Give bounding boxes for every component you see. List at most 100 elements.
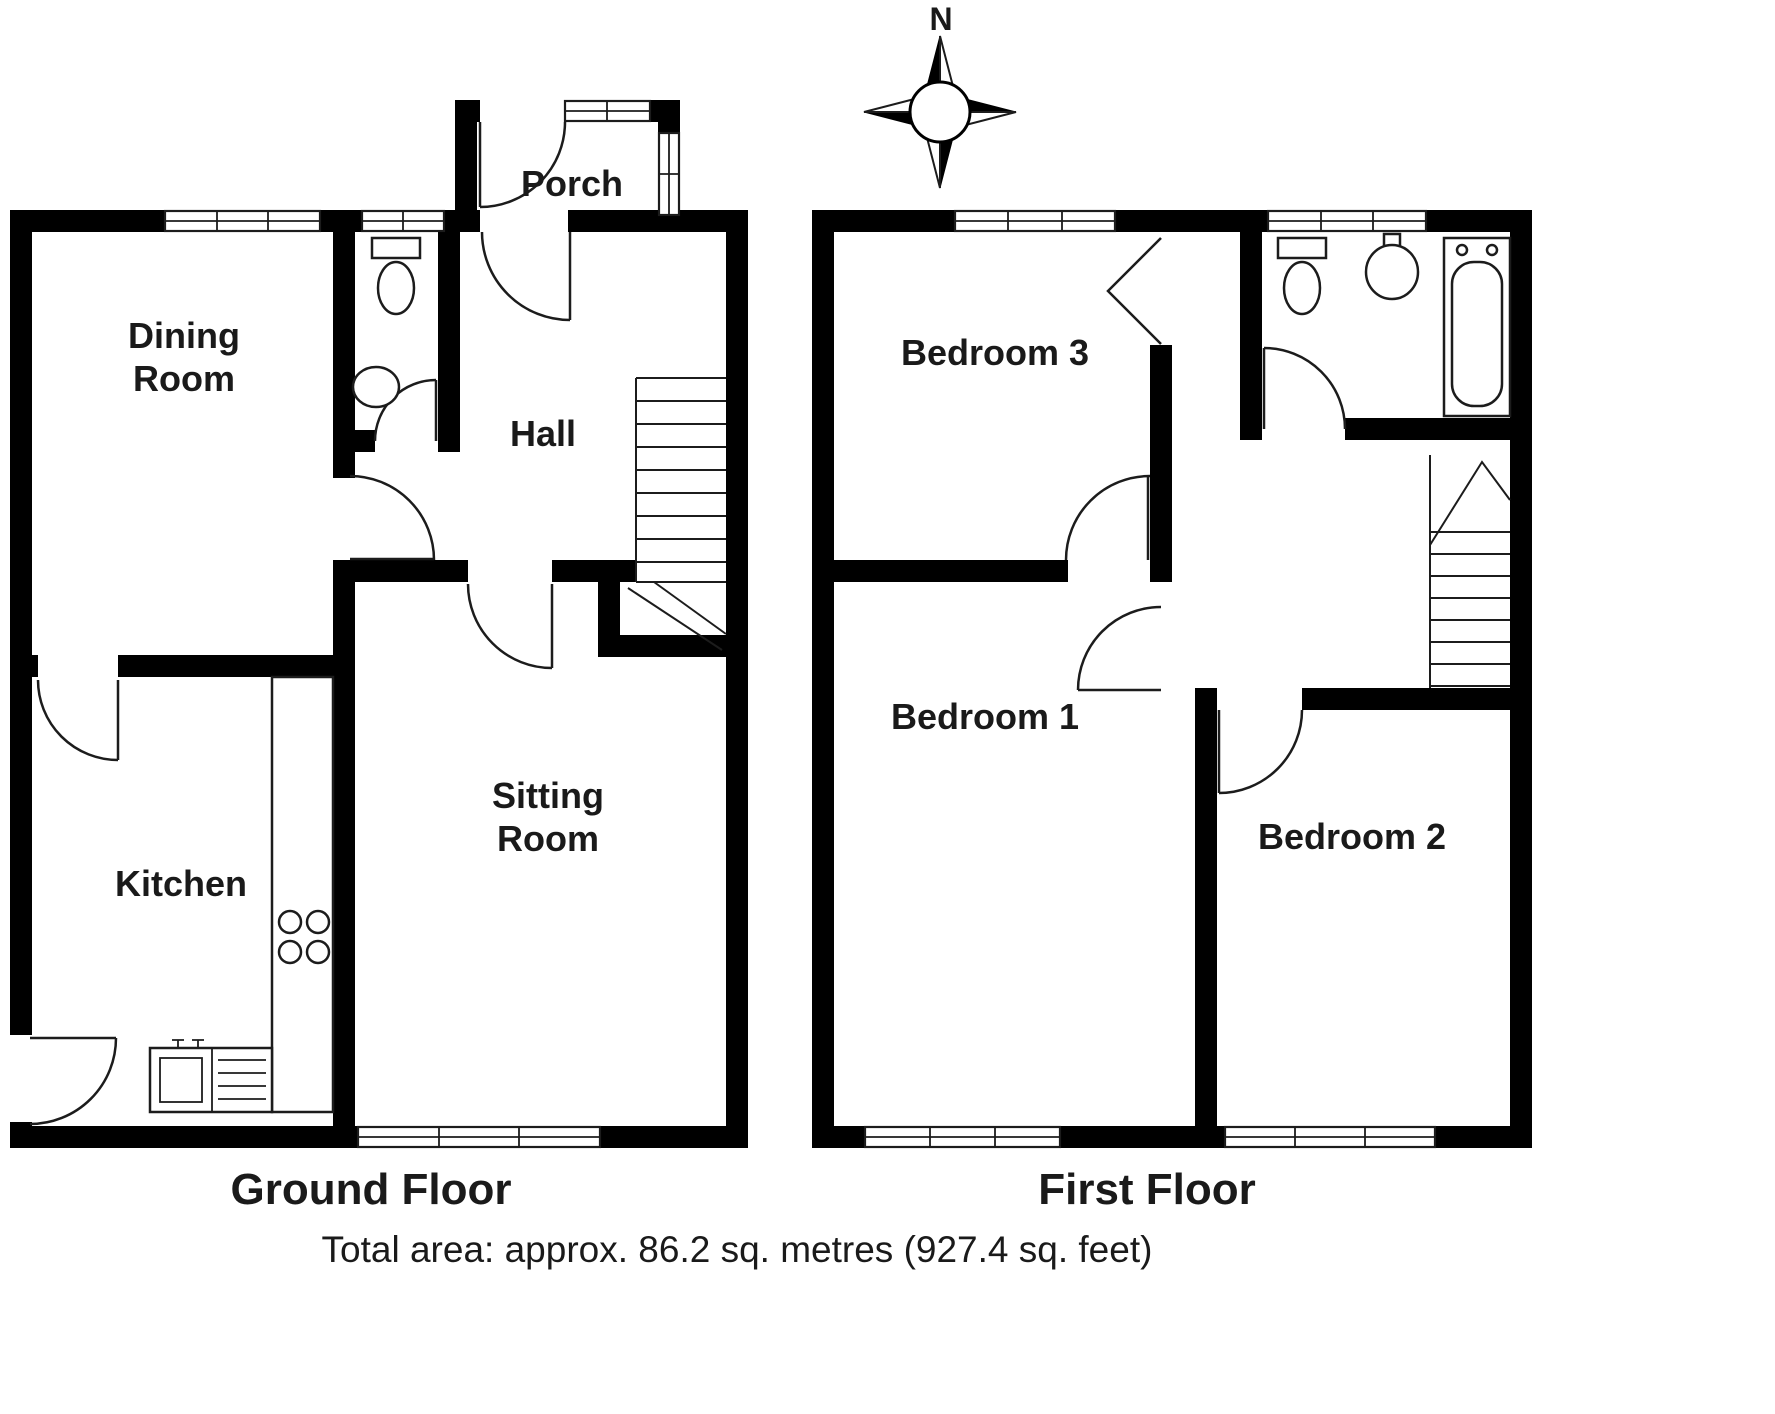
door — [29, 1036, 118, 1126]
door — [480, 231, 572, 322]
window — [360, 209, 446, 233]
ground-floor-windows — [163, 99, 681, 1149]
first-floor-walls — [812, 210, 1532, 1148]
first-floor-windows — [863, 209, 1437, 1149]
porch-label: Porch — [521, 163, 623, 204]
ground-floor-plan: Porch Dining Room Hall Kitchen Sitting R… — [10, 99, 748, 1149]
toilet-bowl — [376, 260, 416, 316]
kitchen-label: Kitchen — [115, 863, 247, 904]
compass-circle — [908, 80, 972, 144]
wall-segment — [834, 560, 1068, 582]
door-swing-arc — [29, 1037, 118, 1126]
compass-rose: N — [863, 1, 1017, 189]
wall-segment — [355, 430, 375, 452]
wall-segment — [568, 210, 680, 232]
staircase-first — [1429, 455, 1511, 688]
toilet-cistern — [1276, 236, 1328, 260]
staircase-ground — [627, 377, 727, 651]
ground-floor-title: Ground Floor — [230, 1165, 511, 1214]
first-floor-plan: Bedroom 3 Bedroom 1 Bedroom 2 — [812, 209, 1532, 1149]
hob-burner — [305, 909, 331, 935]
stair-break-line — [1429, 460, 1511, 546]
wall-segment — [10, 655, 38, 677]
door-swing-arc — [1263, 346, 1347, 430]
wall-segment — [438, 232, 460, 452]
first-floor-doors — [1064, 237, 1347, 795]
wall-segment — [1150, 345, 1172, 582]
basin-icon — [351, 365, 401, 409]
wall-segment — [812, 210, 834, 1148]
door-swing-arc — [479, 121, 567, 209]
bedroom3-label: Bedroom 3 — [901, 332, 1089, 373]
wall-segment — [455, 100, 477, 232]
hob-burner — [277, 909, 303, 935]
door-swing-arc — [466, 583, 553, 670]
dining-room-label-line2: Room — [133, 358, 235, 399]
door — [466, 583, 554, 670]
door — [1106, 237, 1162, 345]
toilet-icon — [370, 236, 422, 316]
wall-segment — [1302, 688, 1510, 710]
total-area-label: Total area: approx. 86.2 sq. metres (927… — [322, 1229, 1153, 1270]
window — [563, 99, 652, 123]
hob-burner — [305, 939, 331, 965]
wall-segment — [118, 655, 355, 677]
door-swing-arc — [1218, 709, 1304, 795]
wall-segment — [726, 210, 748, 1148]
hob-icon — [277, 909, 331, 965]
ground-floor-walls — [10, 100, 748, 1148]
window — [1223, 1125, 1437, 1149]
wall-segment — [1240, 232, 1262, 440]
window — [863, 1125, 1062, 1149]
bath-tap — [1455, 243, 1469, 257]
bedroom1-label: Bedroom 1 — [891, 696, 1079, 737]
window — [356, 1125, 602, 1149]
window — [1266, 209, 1428, 233]
toilet-icon — [1276, 236, 1328, 316]
wall-segment — [333, 232, 355, 478]
door-swing-arc — [36, 679, 119, 762]
door — [478, 121, 567, 209]
wall-segment — [1195, 688, 1217, 1148]
door-swing-arc — [1064, 474, 1151, 561]
wall-segment — [333, 560, 468, 582]
basin-bowl — [1364, 243, 1420, 301]
bedroom2-label: Bedroom 2 — [1258, 816, 1446, 857]
door-swing-arc — [349, 474, 436, 561]
window — [657, 131, 681, 217]
sink-taps — [172, 1039, 204, 1048]
wall-segment — [10, 210, 32, 1035]
bath-tap — [1485, 243, 1499, 257]
basin-icon — [1364, 232, 1420, 301]
window — [163, 209, 322, 233]
stair-break-line — [627, 587, 723, 651]
stair-break-line — [653, 581, 727, 635]
compass-north-label: N — [929, 1, 952, 37]
door-swing-arc — [480, 231, 571, 322]
wall-segment — [552, 560, 636, 582]
door — [349, 474, 436, 561]
toilet-bowl — [1282, 260, 1322, 316]
dining-room-label-line1: Dining — [128, 315, 240, 356]
sink-bowl — [159, 1057, 203, 1103]
kitchen-sink-icon — [148, 1039, 274, 1114]
sitting-room-label-line1: Sitting — [492, 775, 604, 816]
wall-segment — [680, 210, 748, 232]
toilet-cistern — [370, 236, 422, 260]
hall-label: Hall — [510, 413, 576, 454]
bathtub-icon — [1442, 236, 1512, 418]
bath-outline — [1442, 236, 1512, 418]
wall-segment — [1345, 418, 1510, 440]
door — [1076, 605, 1162, 692]
door — [36, 679, 120, 762]
door — [1217, 709, 1304, 795]
wall-segment — [598, 635, 726, 657]
wall-segment — [1510, 210, 1532, 1148]
hob-burner — [277, 939, 303, 965]
bath-inner — [1450, 260, 1504, 408]
wall-segment — [333, 560, 355, 1126]
door-swing-arc — [1076, 605, 1162, 691]
kitchen-counter — [270, 675, 335, 1114]
